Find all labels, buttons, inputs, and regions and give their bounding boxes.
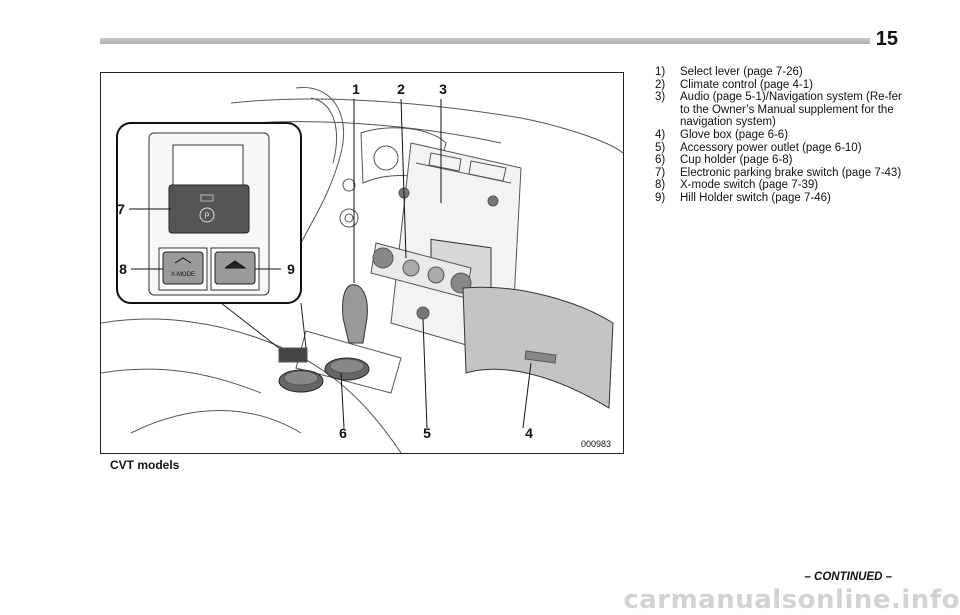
header-rule	[100, 38, 870, 44]
stalk-knob	[342, 178, 356, 192]
seat-line	[101, 368, 262, 394]
legend-item: 8)X-mode switch (page 7-39)	[655, 179, 819, 192]
legend-item: 1)Select lever (page 7-26)	[655, 66, 803, 78]
power-outlet	[416, 306, 430, 320]
console-edge	[101, 318, 402, 453]
glove-box-handle	[524, 350, 557, 364]
vent-right	[468, 160, 507, 182]
page-number: 15	[875, 28, 898, 50]
figure-code: 000983	[581, 439, 611, 449]
parking-symbol: P	[204, 212, 209, 221]
steering-wheel-inner	[310, 97, 338, 164]
ignition-ring	[339, 208, 359, 228]
x-mode-switch	[162, 251, 204, 285]
legend-item: 4)Glove box (page 6-6)	[655, 128, 789, 141]
callout-1: 1	[352, 81, 360, 97]
legend-item: 7)Electronic parking brake switch (page …	[655, 166, 902, 179]
legend-item: 9)Hill Holder switch (page 7-46)	[655, 191, 831, 204]
dashboard-illustration: P X-MODE 1 2 3 4 5 6 7 8 9	[101, 81, 623, 453]
switch-block	[278, 347, 308, 363]
dash-top-line	[230, 98, 623, 154]
callout-9: 9	[287, 261, 295, 277]
select-lever	[342, 284, 368, 344]
ignition-core	[344, 213, 354, 223]
legend-item: 6)Cup holder (page 6-8)	[655, 154, 793, 167]
legend-item: 5)Accessory power outlet (page 6-10)	[655, 141, 862, 154]
callout-3: 3	[439, 81, 447, 97]
glove-box	[462, 286, 614, 409]
seat-line-2	[130, 410, 302, 434]
steering-wheel-arc	[295, 86, 345, 244]
watermark: carmanualsonline.info	[623, 585, 960, 615]
legend-list: 1)Select lever (page 7-26) 2)Climate con…	[655, 66, 905, 205]
climate-knob-left	[372, 247, 394, 269]
legend-item: 3)Audio (page 5-1)/Navigation system (Re…	[655, 91, 902, 129]
legend-item: 2)Climate control (page 4-1)	[655, 78, 813, 91]
dashboard-figure: P X-MODE 1 2 3 4 5 6 7 8 9	[100, 72, 624, 454]
figure-caption: CVT models	[110, 458, 180, 472]
callout-7: 7	[117, 201, 125, 217]
callout-6: 6	[339, 425, 347, 441]
callout-4: 4	[525, 425, 533, 441]
dash-line-2	[250, 121, 502, 144]
vent-left	[428, 152, 462, 172]
x-mode-label: X-MODE	[171, 272, 195, 278]
continued-note: – CONTINUED –	[804, 571, 892, 583]
callout-2: 2	[397, 81, 405, 97]
switch-inset: P X-MODE	[116, 122, 307, 349]
parking-brake-switch	[168, 184, 250, 234]
callout-8: 8	[119, 261, 127, 277]
callout-5: 5	[423, 425, 431, 441]
hill-holder-icon	[224, 260, 247, 269]
